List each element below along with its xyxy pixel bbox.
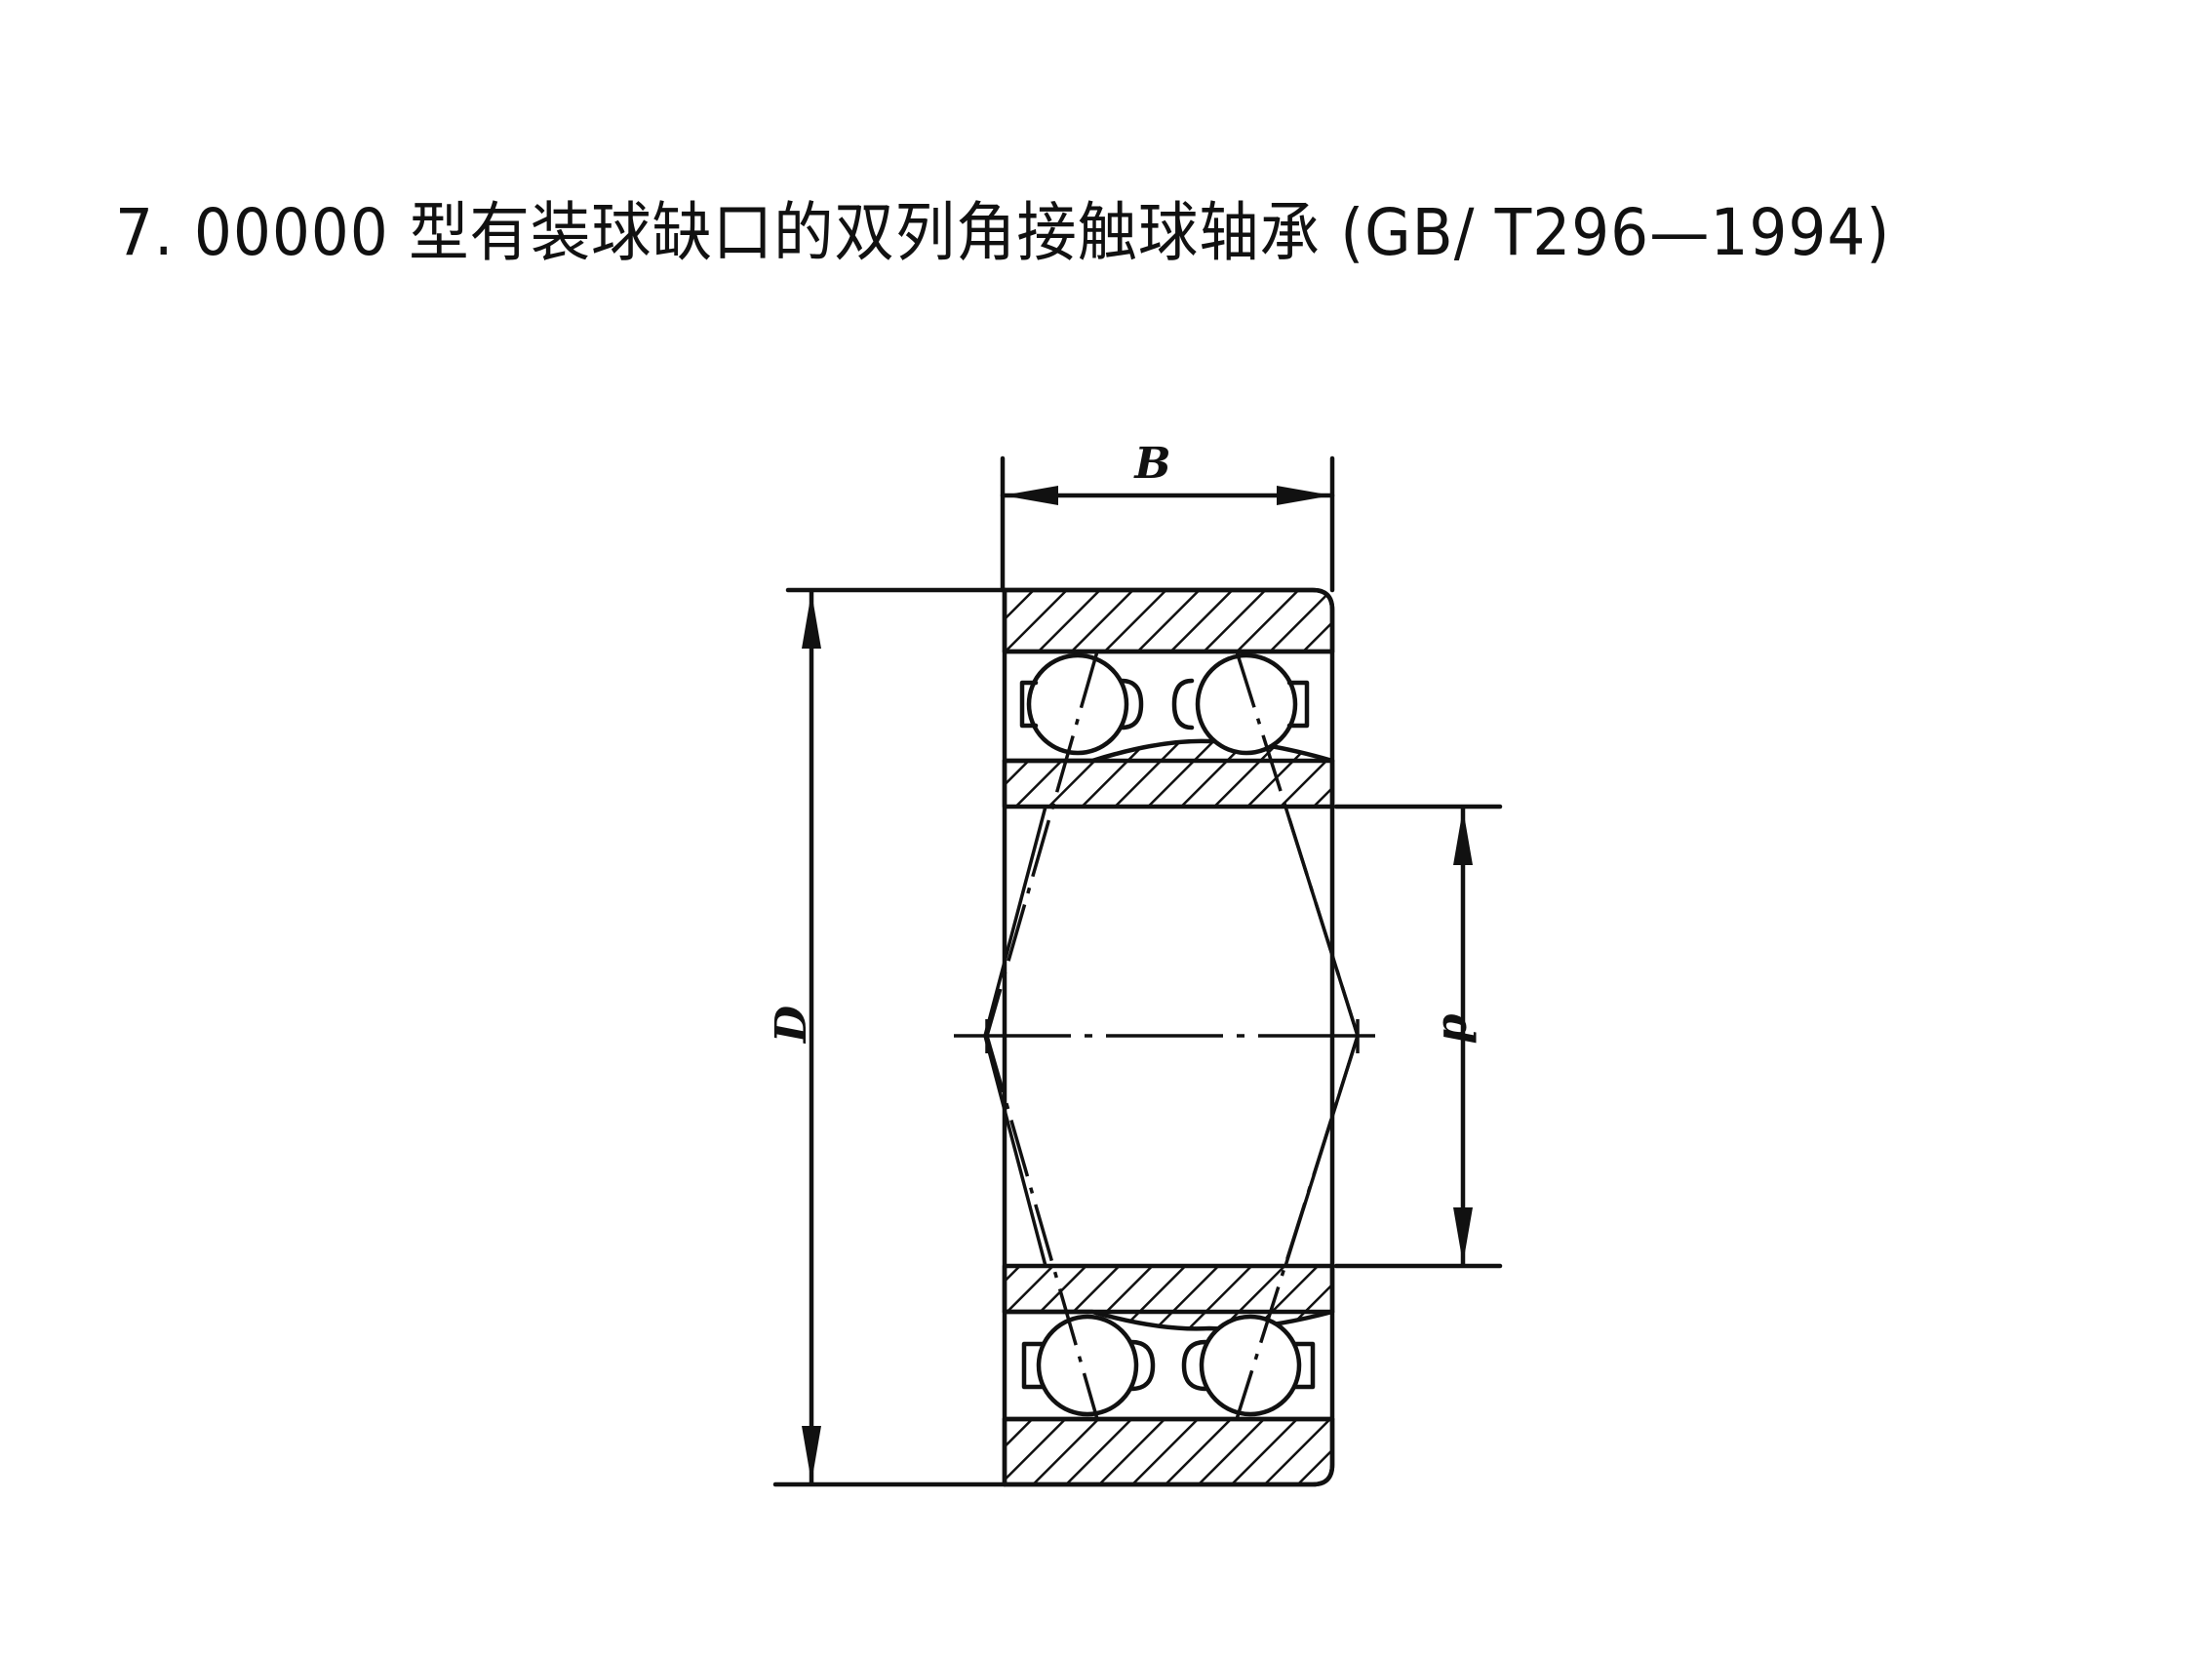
lower-right-ball — [1199, 1314, 1302, 1417]
width-dimension-label: B — [1132, 439, 1170, 489]
upper-left-cage — [1019, 680, 1039, 729]
upper-section — [1002, 587, 1335, 810]
lower-right-cage — [1292, 1341, 1316, 1390]
lower-left-ball — [1036, 1314, 1139, 1417]
bore-dimension-label: d — [1433, 1014, 1482, 1045]
upper-right-ball — [1195, 652, 1298, 756]
lower-outer-ring — [1002, 1416, 1335, 1487]
outer-diameter-label: D — [767, 1006, 816, 1045]
bore-dimension: d — [1333, 804, 1503, 1269]
upper-inner-ring — [1002, 738, 1335, 810]
upper-right-cage — [1286, 680, 1310, 729]
outer-diameter-dimension: D — [767, 587, 1007, 1487]
upper-left-cage — [1119, 678, 1144, 731]
lower-mid-cage — [1181, 1339, 1208, 1392]
upper-mid-cage — [1171, 678, 1195, 731]
width-dimension: B — [1000, 439, 1335, 593]
lower-section — [1002, 1263, 1335, 1487]
page-title: 7. 00000 型有装球缺口的双列角接触球轴承 (GB/ T296—1994) — [115, 195, 1891, 270]
lower-left-cage — [1021, 1341, 1047, 1390]
lower-left-cage — [1128, 1339, 1156, 1392]
upper-left-ball — [1026, 652, 1129, 756]
upper-outer-ring — [1002, 587, 1335, 654]
center-axis — [954, 1019, 1385, 1053]
pressure-lines — [983, 806, 1360, 1267]
